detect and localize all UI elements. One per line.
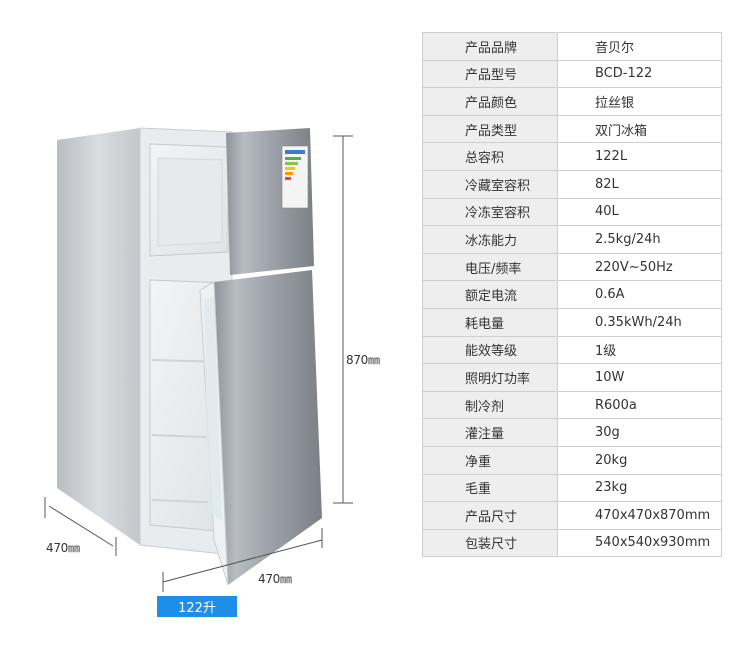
spec-label: 冷藏室容积: [422, 169, 558, 199]
width-dimension-line: [162, 539, 323, 583]
height-label: 870㎜: [346, 353, 380, 367]
spec-value: 30g: [557, 418, 722, 447]
spec-label: 额定电流: [422, 280, 558, 309]
spec-value: 220V~50Hz: [557, 252, 722, 282]
spec-label: 灌注量: [422, 418, 558, 447]
spec-value: 拉丝银: [557, 87, 722, 116]
spec-label: 包装尺寸: [422, 528, 558, 558]
spec-label: 耗电量: [422, 307, 558, 337]
spec-label: 毛重: [422, 473, 558, 503]
spec-label: 产品型号: [422, 59, 558, 89]
spec-value: 10W: [557, 363, 722, 392]
spec-value: 双门冰箱: [557, 114, 722, 144]
spec-value: 82L: [557, 169, 722, 199]
spec-value: 540x540x930mm: [557, 528, 722, 558]
spec-label: 产品品牌: [422, 32, 558, 61]
spec-value: 122L: [557, 142, 722, 171]
spec-value: BCD-122: [557, 59, 722, 89]
depth-dimension-line: [48, 505, 114, 547]
spec-label: 冷冻室容积: [422, 197, 558, 227]
spec-value: 470x470x870mm: [557, 501, 722, 530]
spec-value: 音贝尔: [557, 32, 722, 61]
spec-label: 照明灯功率: [422, 363, 558, 392]
spec-label: 产品类型: [422, 114, 558, 144]
spec-label: 制冷剂: [422, 390, 558, 420]
width-label: 470㎜: [258, 572, 292, 586]
spec-value: 40L: [557, 197, 722, 227]
fridge-door: [214, 270, 322, 585]
spec-label: 总容积: [422, 142, 558, 171]
table-row: 产品颜色拉丝银: [422, 87, 722, 116]
spec-label: 冰冻能力: [422, 225, 558, 254]
spec-value: R600a: [557, 390, 722, 420]
spec-value: 0.6A: [557, 280, 722, 309]
spec-value: 1级: [557, 335, 722, 365]
depth-label: 470㎜: [46, 541, 80, 555]
spec-value: 2.5kg/24h: [557, 225, 722, 254]
spec-label: 净重: [422, 445, 558, 475]
table-row: 产品品牌音贝尔: [422, 32, 722, 61]
capacity-badge: 122升: [157, 596, 237, 617]
spec-value: 0.35kWh/24h: [557, 307, 722, 337]
fridge-body-side: [57, 128, 140, 545]
spec-label: 电压/频率: [422, 252, 558, 282]
spec-label: 产品颜色: [422, 87, 558, 116]
spec-label: 能效等级: [422, 335, 558, 365]
table-row: 产品类型双门冰箱: [422, 114, 722, 144]
spec-value: 23kg: [557, 473, 722, 503]
spec-label: 产品尺寸: [422, 501, 558, 530]
refrigerator-illustration: [44, 127, 353, 592]
spec-value: 20kg: [557, 445, 722, 475]
